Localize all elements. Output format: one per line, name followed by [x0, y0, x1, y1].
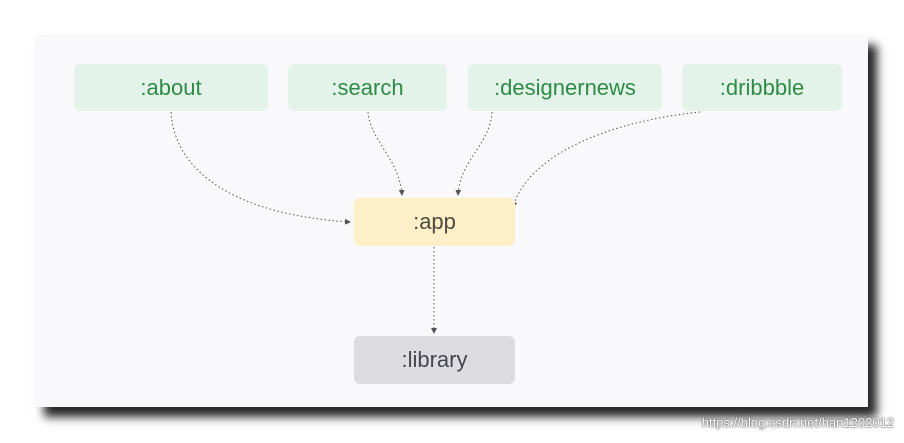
- node-app: :app: [354, 198, 515, 246]
- node-about: :about: [74, 64, 268, 111]
- watermark-text: https://blog.csdn.net/han1202012: [701, 415, 894, 430]
- node-dribbble: :dribbble: [682, 64, 842, 111]
- node-library: :library: [354, 336, 515, 384]
- node-designernews: :designernews: [468, 64, 662, 111]
- node-search: :search: [288, 64, 447, 111]
